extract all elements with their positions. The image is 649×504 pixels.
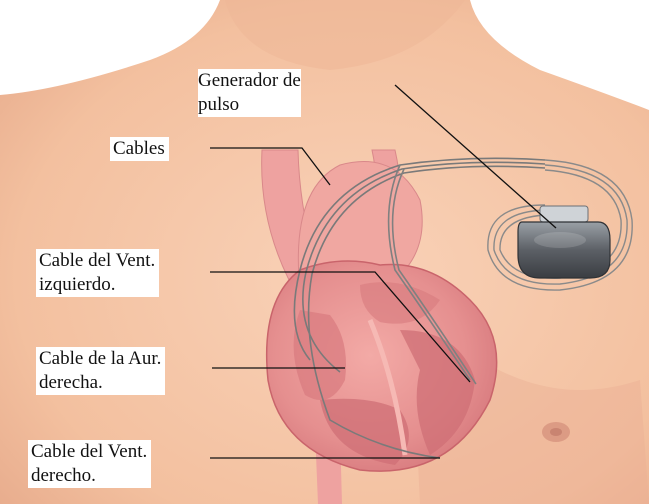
label-ra-cable: Cable de la Aur. derecha. [36, 347, 165, 395]
label-generator: Generador de pulso [198, 69, 301, 117]
generator-body [518, 222, 610, 278]
label-lv-cable: Cable del Vent. izquierdo. [36, 249, 159, 297]
label-rv-cable: Cable del Vent. derecho. [28, 440, 151, 488]
label-cables: Cables [110, 137, 169, 161]
